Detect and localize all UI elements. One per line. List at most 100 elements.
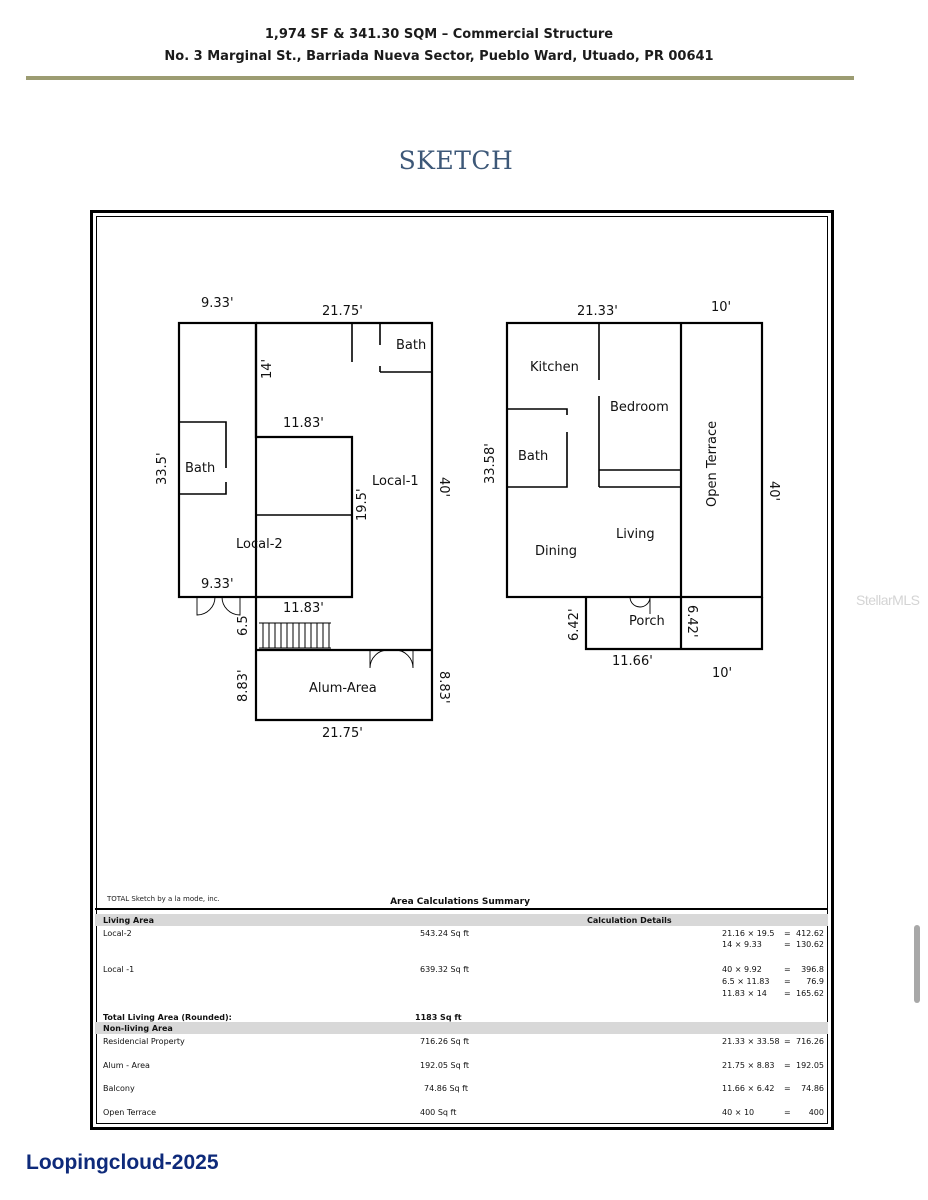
calc-details-header: Calculation Details xyxy=(587,916,672,925)
summary-title: Area Calculations Summary xyxy=(390,897,530,907)
right-building-interior xyxy=(507,323,681,488)
row-area: 400 Sq ft xyxy=(420,1108,457,1117)
room-label: Open Terrace xyxy=(705,421,720,507)
dim-label: 8.83' xyxy=(436,671,451,704)
calc-expr: 6.5 × 11.83 xyxy=(722,977,770,986)
nonliving-area-header: Non-living Area xyxy=(103,1024,173,1033)
dim-label: 21.75' xyxy=(322,304,363,319)
total-value: 1183 Sq ft xyxy=(415,1013,462,1022)
watermark: StellarMLS xyxy=(856,592,920,608)
calc-result: 412.62 xyxy=(796,929,824,938)
left-dimensions: 9.33' 21.75' 14' 11.83' 33.5' 19.5' 40' … xyxy=(155,296,451,741)
row-name: Residencial Property xyxy=(103,1037,185,1046)
dim-label: 6.5 xyxy=(236,615,251,636)
row-area: 192.05 Sq ft xyxy=(420,1061,470,1070)
stairs xyxy=(259,622,331,649)
dim-label: 6.42' xyxy=(684,605,699,638)
dim-label: 8.83' xyxy=(236,669,251,702)
calc-eq: = xyxy=(784,1108,791,1117)
dim-label: 6.42' xyxy=(567,608,582,641)
row-area: 639.32 Sq ft xyxy=(420,965,470,974)
room-label: Bedroom xyxy=(610,400,669,415)
header-title: 1,974 SF & 341.30 SQM – Commercial Struc… xyxy=(264,27,614,42)
calc-eq: = xyxy=(784,940,791,949)
living-area-header: Living Area xyxy=(103,916,154,925)
footer-brand: Loopingcloud-2025 xyxy=(26,1151,219,1174)
calc-expr: 11.83 × 14 xyxy=(722,989,767,998)
sketch-frame xyxy=(90,210,834,1130)
calc-expr: 14 × 9.33 xyxy=(722,940,762,949)
nonliving-area-band xyxy=(95,1022,828,1034)
row-name: Open Terrace xyxy=(103,1108,157,1117)
calc-result: 76.9 xyxy=(806,977,824,986)
row-area: 74.86 Sq ft xyxy=(424,1084,468,1093)
calc-eq: = xyxy=(784,929,791,938)
dim-label: 21.33' xyxy=(577,304,618,319)
right-dimensions: 21.33' 10' 33.58' 40' 6.42' 6.42' 11.66'… xyxy=(483,300,781,681)
scrollbar[interactable] xyxy=(914,925,920,1003)
calc-result: 396.8 xyxy=(801,965,824,974)
dim-label: 33.58' xyxy=(483,443,498,484)
floor-plan: 9.33' 21.75' 14' 11.83' 33.5' 19.5' 40' … xyxy=(155,296,781,741)
calc-result: 130.62 xyxy=(796,940,824,949)
dim-label: 19.5' xyxy=(355,488,370,521)
area-summary-table: Living Area Calculation Details Local-2 … xyxy=(95,908,828,1127)
row-name: Alum - Area xyxy=(103,1061,150,1070)
row-area: 716.26 Sq ft xyxy=(420,1037,470,1046)
calc-eq: = xyxy=(784,1037,791,1046)
total-label: Total Living Area (Rounded): xyxy=(103,1013,232,1022)
room-label: Kitchen xyxy=(530,360,579,375)
page-title: SKETCH xyxy=(398,146,514,175)
left-building-interior xyxy=(179,323,432,516)
room-label: Living xyxy=(616,527,655,542)
right-rooms: Kitchen Bedroom Bath Open Terrace Living… xyxy=(518,360,720,629)
dim-label: 11.83' xyxy=(283,416,324,431)
calc-result: 400 xyxy=(808,1108,824,1117)
dim-label: 11.83' xyxy=(283,601,324,616)
calc-eq: = xyxy=(784,989,791,998)
calc-expr: 40 × 9.92 xyxy=(722,965,762,974)
calc-expr: 21.75 × 8.83 xyxy=(722,1061,775,1070)
row-name: Balcony xyxy=(103,1084,135,1093)
calc-expr: 11.66 × 6.42 xyxy=(722,1084,775,1093)
dim-label: 10' xyxy=(712,666,732,681)
row-name: Local-2 xyxy=(103,929,132,938)
room-label: Local-2 xyxy=(236,537,283,552)
calc-eq: = xyxy=(784,965,791,974)
calc-expr: 21.33 × 33.58 xyxy=(722,1037,780,1046)
calc-expr: 21.16 × 19.5 xyxy=(722,929,775,938)
calc-result: 716.26 xyxy=(796,1037,824,1046)
living-area-band xyxy=(95,914,828,926)
calc-result: 74.86 xyxy=(801,1084,824,1093)
calc-eq: = xyxy=(784,1061,791,1070)
room-label: Porch xyxy=(629,614,665,629)
calc-result: 192.05 xyxy=(796,1061,824,1070)
room-label: Bath xyxy=(518,449,548,464)
room-label: Alum-Area xyxy=(309,681,377,696)
header-address: No. 3 Marginal St., Barriada Nueva Secto… xyxy=(164,49,714,64)
calc-eq: = xyxy=(784,977,791,986)
left-rooms: Bath Bath Local-1 Local-2 Alum-Area xyxy=(185,338,426,696)
row-area: 543.24 Sq ft xyxy=(420,929,470,938)
dim-label: 40' xyxy=(766,481,781,501)
room-label: Local-1 xyxy=(372,474,419,489)
calc-eq: = xyxy=(784,1084,791,1093)
calc-result: 165.62 xyxy=(796,989,824,998)
dim-label: 9.33' xyxy=(201,296,234,311)
doors xyxy=(196,596,651,669)
room-label: Bath xyxy=(396,338,426,353)
calc-expr: 40 × 10 xyxy=(722,1108,755,1117)
dim-label: 11.66' xyxy=(612,654,653,669)
sketch-credit: TOTAL Sketch by a la mode, inc. xyxy=(107,895,220,903)
dim-label: 21.75' xyxy=(322,726,363,741)
row-name: Local -1 xyxy=(103,965,135,974)
dim-label: 10' xyxy=(711,300,731,315)
header-divider xyxy=(26,76,854,80)
room-label: Bath xyxy=(185,461,215,476)
dim-label: 14' xyxy=(260,359,275,379)
dim-label: 33.5' xyxy=(155,452,170,485)
dim-label: 9.33' xyxy=(201,577,234,592)
room-label: Dining xyxy=(535,544,577,559)
dim-label: 40' xyxy=(436,477,451,497)
right-building-walls xyxy=(505,321,764,651)
